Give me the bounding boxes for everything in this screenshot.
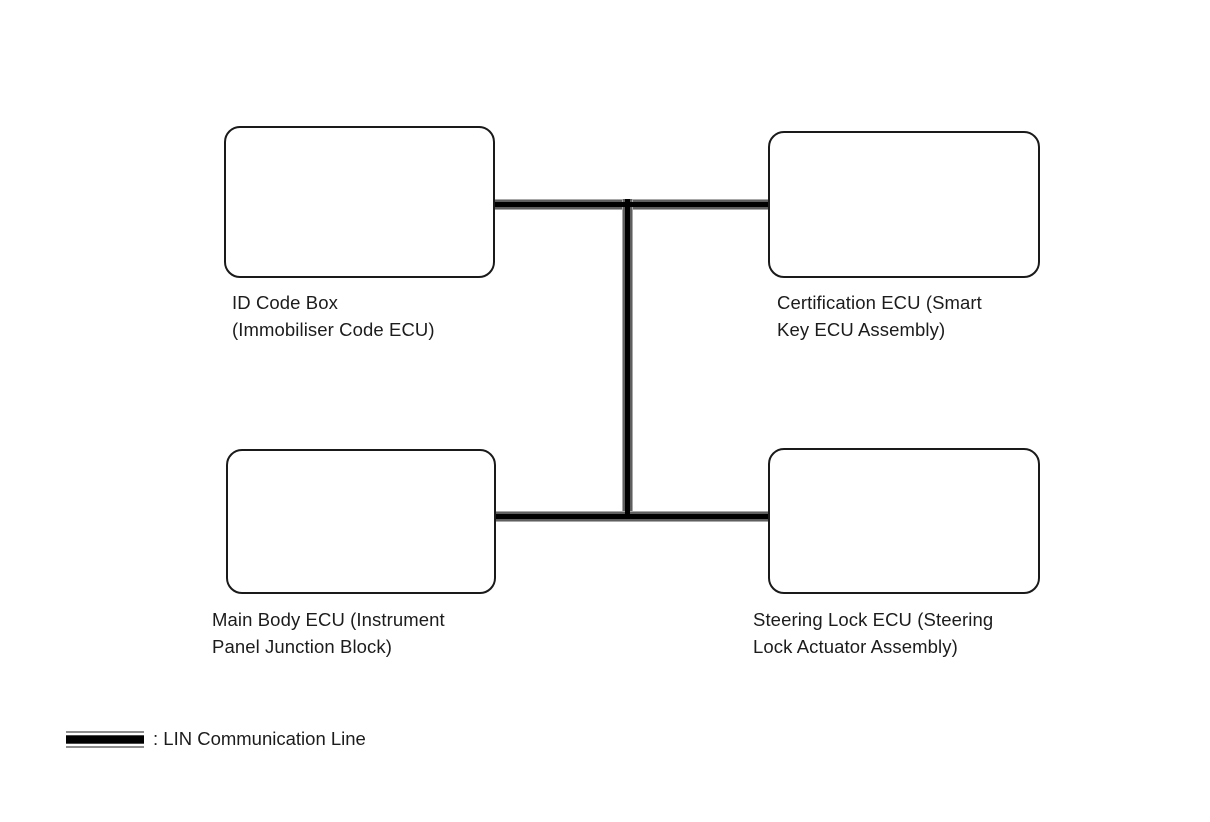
ecu-label-certification-ecu: Certification ECU (Smart Key ECU Assembl… xyxy=(777,292,982,340)
lin-line-swatch-icon xyxy=(66,730,144,748)
legend: : LIN Communication Line xyxy=(66,728,366,750)
lin-core-vertical xyxy=(625,202,630,519)
ecu-box-steering-lock-ecu[interactable] xyxy=(768,448,1040,594)
legend-label: : LIN Communication Line xyxy=(153,728,366,749)
lin-core-top xyxy=(493,202,771,207)
ecu-label-main-body-ecu: Main Body ECU (Instrument Panel Junction… xyxy=(212,609,445,657)
ecu-label-steering-lock-ecu: Steering Lock ECU (Steering Lock Actuato… xyxy=(753,609,994,657)
ecu-box-id-code-box[interactable] xyxy=(224,126,495,278)
ecu-box-certification-ecu[interactable] xyxy=(768,131,1040,278)
ecu-label-id-code-box: ID Code Box (Immobiliser Code ECU) xyxy=(232,292,435,340)
lin-core-bottom xyxy=(493,514,775,519)
ecu-box-main-body-ecu[interactable] xyxy=(226,449,496,594)
